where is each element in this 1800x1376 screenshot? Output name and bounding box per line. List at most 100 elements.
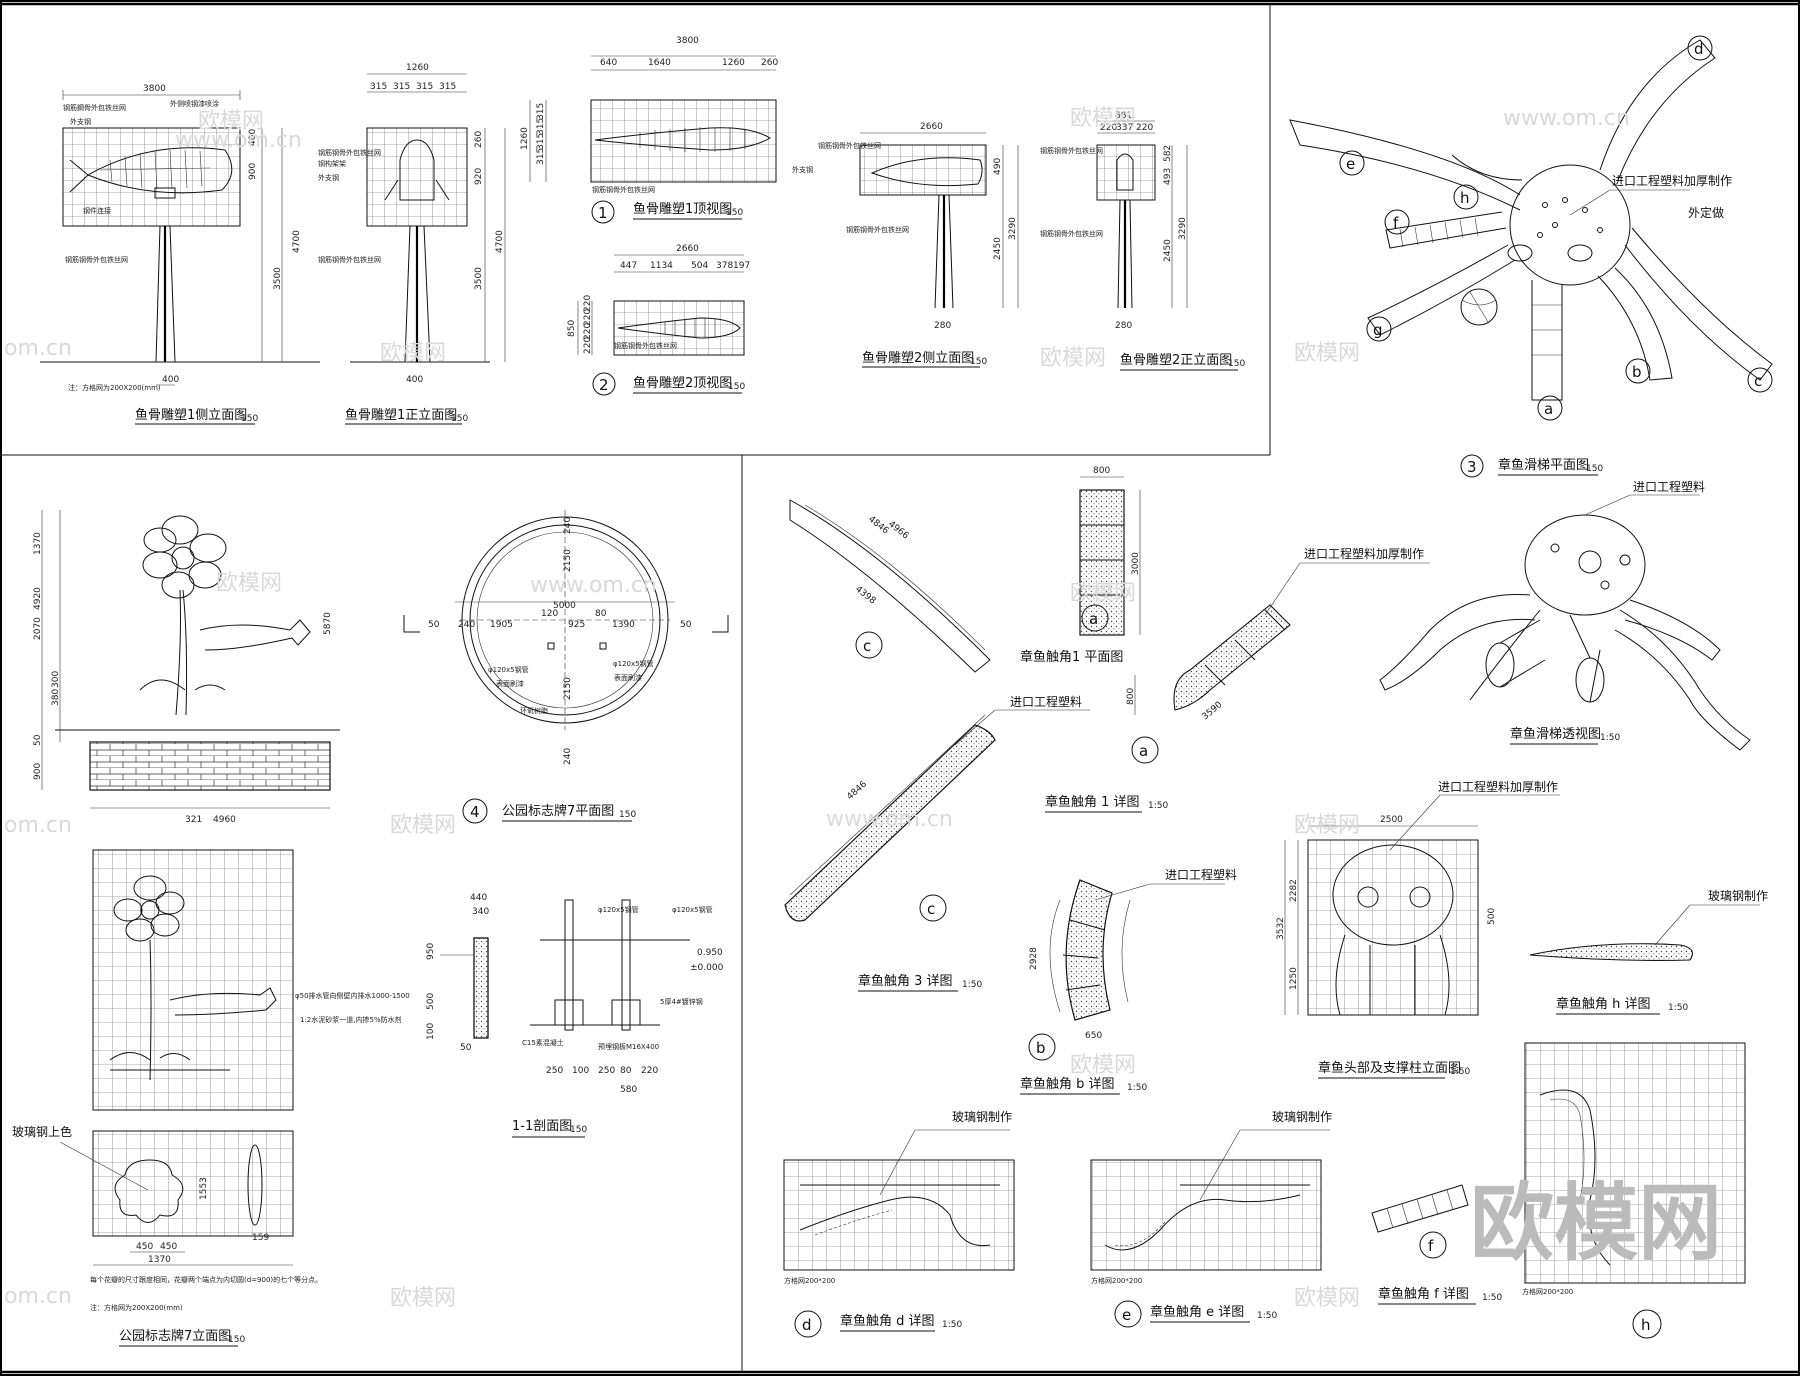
tentb-dim-1: 2928 [1029,947,1039,970]
fish2-front-dim-5: 582 [1163,145,1173,162]
fish-side-elevation: 3800 400 900 4700 3500 400 钢筋鋼骨外包铁丝网 外侧喷… [40,84,320,425]
sign-elev-dim-12: 450 [160,1242,177,1252]
sign-elev-dim-11: 450 [136,1242,153,1252]
fish2-side-dim-4: 3290 [1008,217,1018,240]
fish-top2-dim-11: 220 [583,337,593,354]
sign-elev-dim-7: 900 [33,763,43,780]
fish2-front-dim-2: 220 [1100,123,1117,133]
tent1-dim-1: 800 [1093,466,1110,476]
sect-scale: 150 [570,1125,587,1135]
sign-plan-dim-5: 80 [595,609,607,619]
fish2-side-title: 鱼骨雕塑2侧立面图 [862,350,974,366]
tentacle-1-plan: a 800 3000 章鱼触角1 平面图 3590 800 a 进口工程塑料加厚… [1020,466,1430,813]
fish-top1-dim-10: 315 [536,148,546,165]
sign-plan-title: 公园标志牌7平面图 [502,803,614,819]
sign-plan-dim-10: 2150 [563,677,573,700]
fish2-front-dim-9: 280 [1115,321,1132,331]
octopus-plan-title: 章鱼滑梯平面图 [1498,457,1589,473]
fish-top1-dim-5: 260 [761,58,778,68]
head-dim-5: 500 [1487,908,1497,925]
sect-dim-14: 580 [620,1085,637,1095]
fish-front-note-4: 钢筋钢骨外包铁丝网 [318,255,381,264]
tentd-label-d: d [802,1316,812,1334]
fish2-side-dim-5: 280 [934,321,951,331]
tent1-label-a2: a [1139,742,1148,760]
fish2-front-dim-1: 881 [1115,111,1132,121]
fish-top1-dim-2: 640 [600,58,617,68]
tentf-title: 章鱼触角 f 详图 [1378,1286,1469,1302]
sign-plan-dim-12: 240 [563,748,573,765]
sect-dim-9: 250 [546,1066,563,1076]
head-dim-4: 1250 [1289,967,1299,990]
tent1-note-1: 进口工程塑料加厚制作 [1304,546,1424,561]
fish-top2-num: 2 [599,376,609,394]
fish-front-dim-6: 260 [474,131,484,148]
sign-elev-dim-6: 5870 [323,612,333,635]
sign-elevation-grid: 玻璃钢上色 450 450 1370 1553 159 每个花瓣的尺寸跟度相同，… [12,849,322,1347]
fish-top2-dim-2: 447 [620,261,637,271]
fish2-side-note-2: 钢筋钢骨外包铁丝网 [846,225,909,234]
fish-top2-note-1: 钢筋钢骨外包铁丝网 [614,341,677,350]
tent1-dim-2: 3000 [1131,552,1141,575]
fish-top2-dim-7: 850 [567,320,577,337]
fish-side-note-1: 钢筋鋼骨外包铁丝网 [63,103,126,112]
wm-9: www.om.cn [530,573,657,598]
fish2-side-dim-3: 2450 [993,237,1003,260]
octopus-persp-title: 章鱼滑梯透视图 [1510,726,1601,742]
wm-7: 欧模网 [1294,341,1360,366]
fish2-side-scale: 150 [970,357,987,367]
fish-top1-dim-8: 315 [536,118,546,135]
sign-elev-dim-10: 4960 [213,815,236,825]
tente-scale: 1:50 [1257,1311,1277,1321]
tentacle-f-detail: f 章鱼触角 f 详图 1:50 [1371,1184,1502,1305]
fish-top1-note-1: 外支钢 [792,165,813,174]
tent1-dim-3: 3590 [1201,700,1225,723]
tentd-note: 玻璃钢制作 [952,1110,1012,1124]
tent3-note: 进口工程塑料 [1010,694,1082,709]
fish-top1-dim-7: 315 [536,103,546,120]
fish-front-dim-7: 920 [474,168,484,185]
tentd-scale: 1:50 [942,1320,962,1330]
fish-side-dim-3: 900 [248,163,258,180]
sign-plan-dim-7: 50 [428,620,440,630]
fish-top1-dim-6: 1260 [520,127,530,150]
head-dim-1: 2500 [1380,815,1403,825]
sign-plan-note-1: φ120x5钢管 [488,665,529,674]
sect-dim-3: 950 [426,943,436,960]
tentacle-d-detail: 玻璃钢制作 方格网200*200 d 章鱼触角 d 详图 1:50 [783,1110,1015,1338]
fish-front-dim-9: 3500 [474,267,484,290]
fish-front-note-1: 钢筋钢骨外包铁丝网 [318,148,381,157]
tentb-note: 进口工程塑料 [1165,867,1237,882]
octopus-label-h: h [1460,189,1470,207]
tent3-title: 章鱼触角 3 详图 [858,973,953,989]
fish-top1-dim-9: 315 [536,133,546,150]
fish2-front-scale: 150 [1228,359,1245,369]
sign-elev-dim-13: 1370 [148,1255,171,1265]
octopus-plan-scale: 150 [1586,464,1603,474]
sign-plan-note-4: 表面刷漆 [614,673,642,682]
tentacle-h-detail: 玻璃钢制作 章鱼触角 h 详图 1:50 [1529,889,1768,1015]
fish-top2-dim-10: 220 [583,323,593,340]
fish2-front-dim-7: 2450 [1163,239,1173,262]
octopus-label-d: d [1694,40,1704,58]
fish-front-scale: 150 [451,414,468,424]
sign-elevation-top: 1370 2070 380 300 4920 5870 900 50 321 4… [33,510,340,825]
tente-title: 章鱼触角 e 详图 [1150,1304,1244,1320]
wm-17: om.cn [4,336,72,361]
sign-elev-dim-8: 50 [33,734,43,746]
fish-front-dim-1: 1260 [406,63,429,73]
tent3-dim-3: 4398 [853,584,877,606]
sign-elev-scale: 150 [228,1335,245,1345]
sign-plan-dim-9: 2150 [563,549,573,572]
fish-top2-dim-5: 378 [716,261,733,271]
sect-dim-1: 440 [470,893,487,903]
fish-side-note-4: 钢件连接 [83,206,111,215]
sign-elev-note-2: 每个花瓣的尺寸跟度相同，花瓣两个端点为内切圆(d=900)的七个等分点。 [90,1275,322,1284]
sect-note-5: C15素混凝土 [522,1038,564,1047]
tente-note: 玻璃钢制作 [1272,1110,1332,1124]
fish-top-view-1: 3800 640 1640 1260 260 1260 315 315 315 … [520,36,813,224]
octopus-plan-num: 3 [1467,458,1477,476]
wm-6: www.om.cn [1503,106,1630,131]
sign-plan-dim-6: 1390 [612,620,635,630]
